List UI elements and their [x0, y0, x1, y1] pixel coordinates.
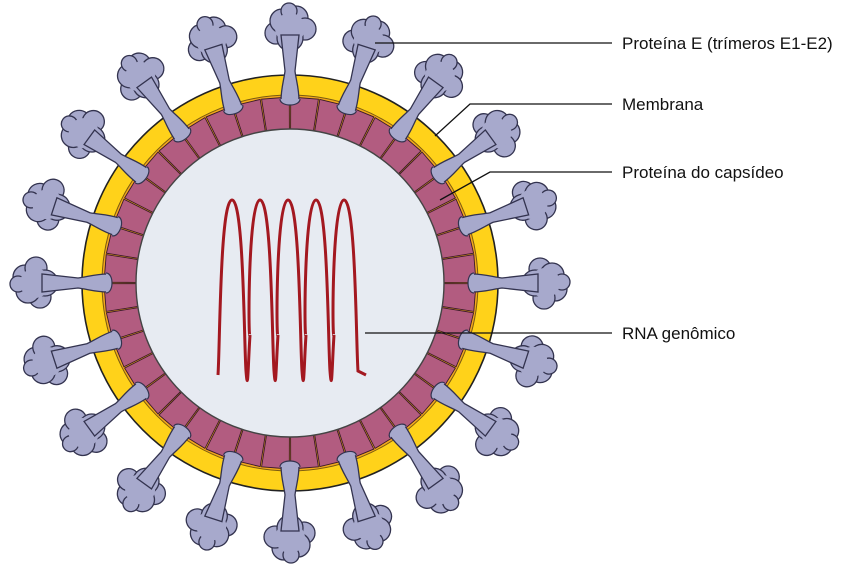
label-capsid-protein: Proteína do capsídeo [622, 163, 784, 182]
spike-stalk [42, 273, 112, 293]
spike-stalk [280, 461, 300, 531]
label-membrane: Membrana [622, 95, 704, 114]
label-genomic-rna: RNA genômico [622, 324, 735, 343]
virion [10, 3, 570, 563]
genome-core [136, 129, 444, 437]
spike-stalk [468, 273, 538, 293]
label-protein-e: Proteína E (trímeros E1-E2) [622, 34, 833, 53]
spike-stalk [280, 35, 300, 105]
leader-line-membrane [435, 104, 612, 136]
